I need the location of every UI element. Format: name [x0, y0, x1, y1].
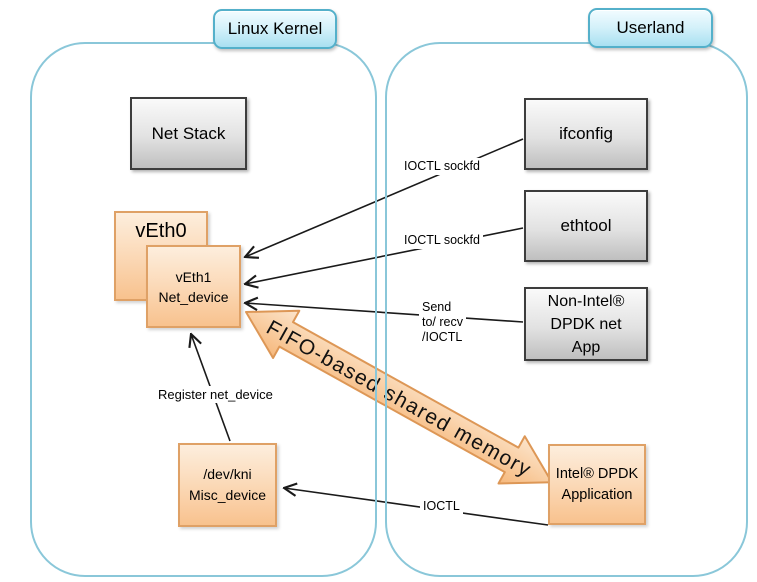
veth1-box: vEth1 Net_device [146, 245, 241, 328]
edge-label-ioctl-sockfd-ifconfig: IOCTL sockfd [401, 158, 483, 175]
edge-label-ioctl: IOCTL [420, 498, 463, 515]
linux-kernel-container [30, 42, 377, 577]
non-intel-dpdk-app-box: Non-Intel® DPDK net App [524, 287, 648, 361]
intel-dpdk-app-box: Intel® DPDK Application [548, 444, 646, 525]
linux-kernel-tag: Linux Kernel [213, 9, 337, 49]
ethtool-box: ethtool [524, 190, 648, 262]
net-stack-box: Net Stack [130, 97, 247, 170]
send-recv-line1: Send [422, 300, 452, 314]
ifconfig-box: ifconfig [524, 98, 648, 170]
veth1-label-line2: Net_device [158, 288, 229, 305]
non-intel-line1: Non-Intel® [547, 292, 625, 310]
dev-kni-label-line2: Misc_device [188, 487, 267, 503]
arrow-intelapp-to-devkni [284, 488, 549, 526]
edge-label-send-recv-ioctl: Send to/ recv /IOCTL [419, 299, 466, 346]
send-recv-line3: /IOCTL [422, 330, 463, 344]
dev-kni-label-line1: /dev/kni [203, 466, 252, 482]
arrow-nonintel-to-veth1 [245, 303, 524, 323]
veth0-label: vEth0 [135, 220, 187, 242]
dev-kni-box: /dev/kni Misc_device [178, 443, 277, 527]
intel-app-line2: Application [561, 486, 633, 503]
non-intel-line2: DPDK net [550, 315, 622, 333]
intel-app-line1: Intel® DPDK [555, 465, 639, 482]
userland-tag: Userland [588, 8, 713, 48]
send-recv-line2: to/ recv [422, 315, 463, 329]
userland-container [385, 42, 748, 577]
edge-label-ioctl-sockfd-ethtool: IOCTL sockfd [401, 232, 483, 249]
non-intel-line3: App [571, 338, 601, 356]
edge-label-register-net-device: Register net_device [155, 386, 276, 403]
veth1-label-line1: vEth1 [175, 268, 212, 285]
